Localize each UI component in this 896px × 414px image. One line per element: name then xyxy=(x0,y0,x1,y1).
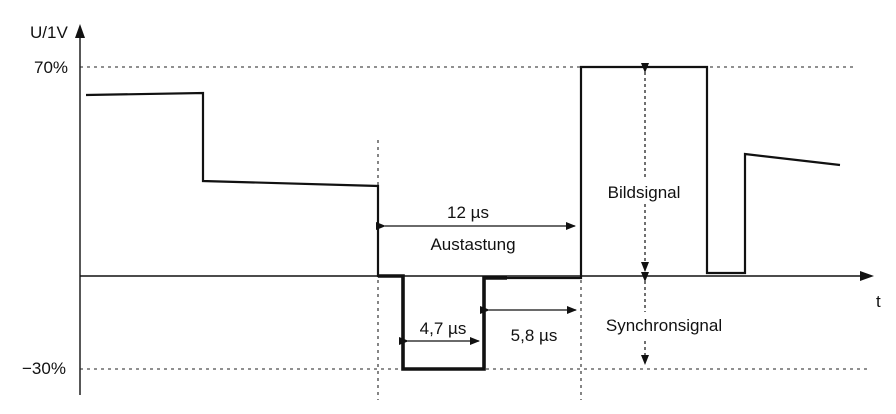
picture-signal-label-bg xyxy=(592,178,696,204)
sync-signal-label: Synchronsignal xyxy=(606,316,722,335)
sync-signal-label-bg xyxy=(588,312,740,338)
tick-label-minus30: −30% xyxy=(22,359,66,378)
blanking-duration-label: 12 µs xyxy=(447,203,489,222)
tick-label-70: 70% xyxy=(34,58,68,77)
x-axis-label: t xyxy=(876,292,881,311)
sync-pulse xyxy=(378,274,507,371)
picture-signal-label: Bildsignal xyxy=(608,183,681,202)
y-axis-arrow-icon xyxy=(75,24,85,38)
sync-pulse-duration-label: 4,7 µs xyxy=(420,319,467,338)
blanking-label: Austastung xyxy=(430,235,515,254)
back-porch-duration-label: 5,8 µs xyxy=(511,326,558,345)
x-axis-arrow-icon xyxy=(860,271,874,281)
y-axis-label: U/1V xyxy=(30,23,68,42)
